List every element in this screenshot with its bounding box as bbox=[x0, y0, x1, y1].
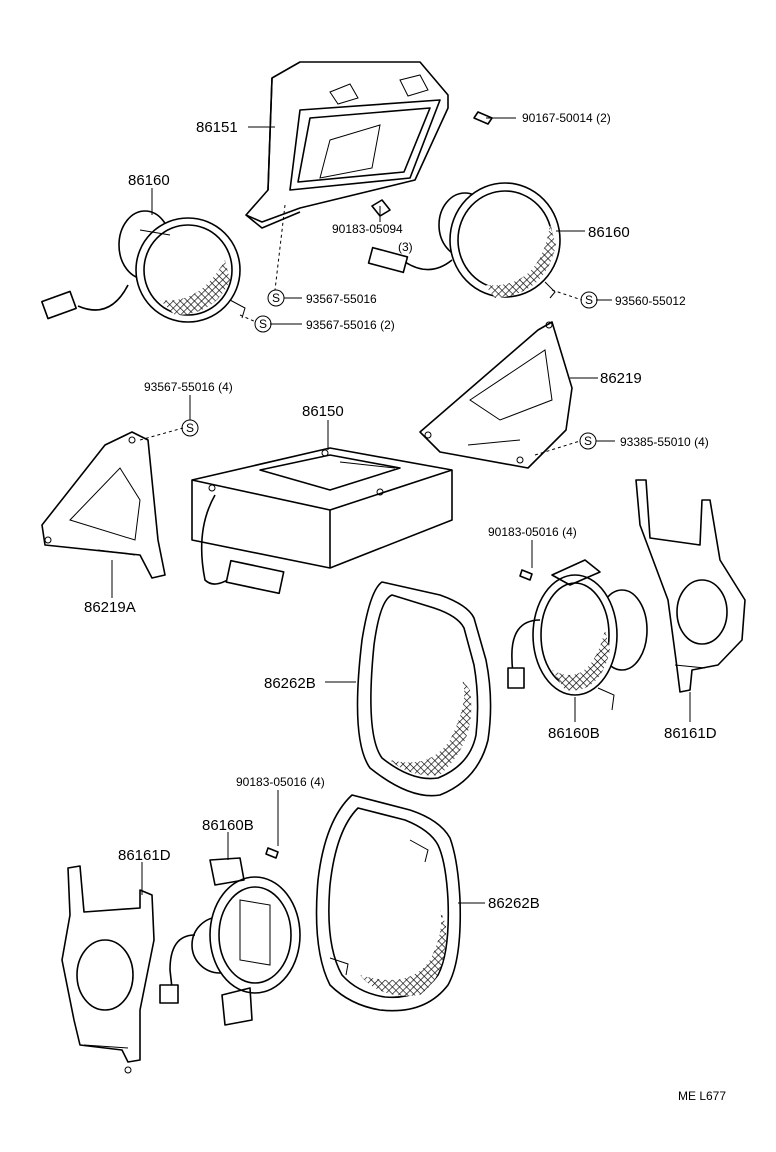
housing-86151 bbox=[245, 61, 449, 229]
grille-86262B-top bbox=[356, 581, 492, 797]
speaker-86160-right bbox=[367, 182, 561, 299]
label-86262B-bottom: 86262B bbox=[488, 895, 540, 912]
label-86150: 86150 bbox=[302, 403, 344, 420]
amplifier-86150 bbox=[191, 447, 453, 595]
s-symbol-4: S bbox=[181, 419, 199, 437]
label-90183-05094: 90183-05094 bbox=[332, 222, 403, 236]
label-93560-55012: 93560-55012 bbox=[615, 294, 686, 308]
label-86161D-left: 86161D bbox=[118, 847, 171, 864]
bracket-86161D-left bbox=[61, 865, 155, 1074]
s-symbol-5: S bbox=[579, 432, 597, 450]
bracket-86219 bbox=[419, 321, 573, 469]
label-93567-55016-c: 93567-55016 (4) bbox=[144, 380, 233, 394]
label-86151: 86151 bbox=[196, 119, 238, 136]
leader-lines bbox=[111, 126, 691, 904]
label-93385-55010: 93385-55010 (4) bbox=[620, 435, 709, 449]
label-90183-05016-b: 90183-05016 (4) bbox=[236, 775, 325, 789]
label-93567-55016-a: 93567-55016 bbox=[306, 292, 377, 306]
speaker-86160B-left bbox=[159, 857, 301, 1026]
s-symbol-1: S bbox=[267, 289, 285, 307]
label-86219: 86219 bbox=[600, 370, 642, 387]
label-90183-05094-qty: (3) bbox=[398, 240, 413, 254]
label-86160B-left: 86160B bbox=[202, 817, 254, 834]
label-86161D-right: 86161D bbox=[664, 725, 717, 742]
bracket-86219A bbox=[41, 431, 166, 579]
label-86160-left: 86160 bbox=[128, 172, 170, 189]
label-90167-50014: 90167-50014 (2) bbox=[522, 111, 611, 125]
svg-text:S: S bbox=[585, 293, 593, 307]
label-86160-right: 86160 bbox=[588, 224, 630, 241]
label-86160B-right: 86160B bbox=[548, 725, 600, 742]
screw-90183-05016-left bbox=[265, 847, 279, 859]
svg-text:S: S bbox=[584, 434, 592, 448]
label-90183-05016-a: 90183-05016 (4) bbox=[488, 525, 577, 539]
s-symbol-3: S bbox=[580, 291, 598, 309]
speaker-86160-left bbox=[41, 210, 246, 323]
screw-90183-05016-right bbox=[519, 569, 533, 581]
s-symbol-2: S bbox=[254, 315, 272, 333]
svg-text:S: S bbox=[272, 291, 280, 305]
bracket-86161D-right bbox=[635, 479, 746, 693]
screw-90167 bbox=[473, 111, 516, 125]
svg-text:S: S bbox=[259, 317, 267, 331]
svg-text:S: S bbox=[186, 421, 194, 435]
label-86262B-top: 86262B bbox=[264, 675, 316, 692]
grille-86262B-bottom bbox=[315, 794, 462, 1012]
label-86219A: 86219A bbox=[84, 599, 136, 616]
footer-code: ME L677 bbox=[678, 1089, 726, 1103]
clip-90183-05094 bbox=[371, 199, 391, 217]
label-93567-55016-b: 93567-55016 (2) bbox=[306, 318, 395, 332]
speaker-86160B-right bbox=[507, 559, 648, 711]
